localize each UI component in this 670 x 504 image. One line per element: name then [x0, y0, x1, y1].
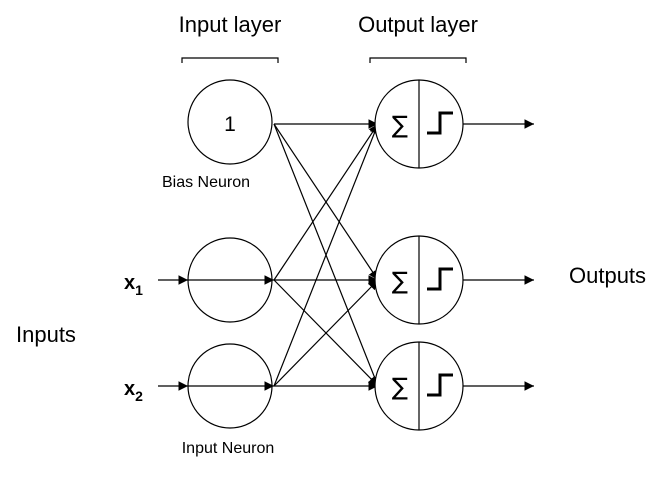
input-neuron-label: Input Neuron — [182, 440, 275, 457]
output-neuron-1: ∑ — [374, 79, 464, 169]
x1-base: x — [124, 272, 135, 294]
x2-base: x — [124, 378, 135, 400]
connection-x2-out1 — [273, 123, 379, 387]
connection-x2-out2 — [273, 279, 379, 387]
x2-label: x2 — [124, 378, 143, 404]
bias-neuron — [187, 79, 273, 165]
output-layer-bracket — [369, 57, 467, 63]
sum-icon: ∑ — [392, 373, 408, 401]
output-layer-title: Output layer — [358, 12, 478, 37]
sum-icon: ∑ — [392, 111, 408, 139]
input-layer-bracket — [181, 57, 279, 63]
output-neuron-3: ∑ — [374, 341, 464, 431]
connection-x1-out1 — [273, 123, 379, 281]
outputs-label: Outputs — [569, 263, 646, 288]
connections — [273, 119, 379, 391]
step-function-icon — [427, 267, 453, 291]
input-layer-title: Input layer — [179, 12, 282, 37]
inputs-label: Inputs — [16, 322, 76, 347]
sum-icon: ∑ — [392, 267, 408, 295]
x2-subscript: 2 — [135, 388, 143, 404]
step-function-icon — [427, 373, 453, 397]
x1-subscript: 1 — [135, 282, 143, 298]
bias-neuron-label: Bias Neuron — [162, 174, 250, 191]
x1-label: x1 — [124, 272, 143, 298]
bias-value: 1 — [224, 113, 236, 136]
step-function-icon — [427, 111, 453, 135]
output-neuron-2: ∑ — [374, 235, 464, 325]
